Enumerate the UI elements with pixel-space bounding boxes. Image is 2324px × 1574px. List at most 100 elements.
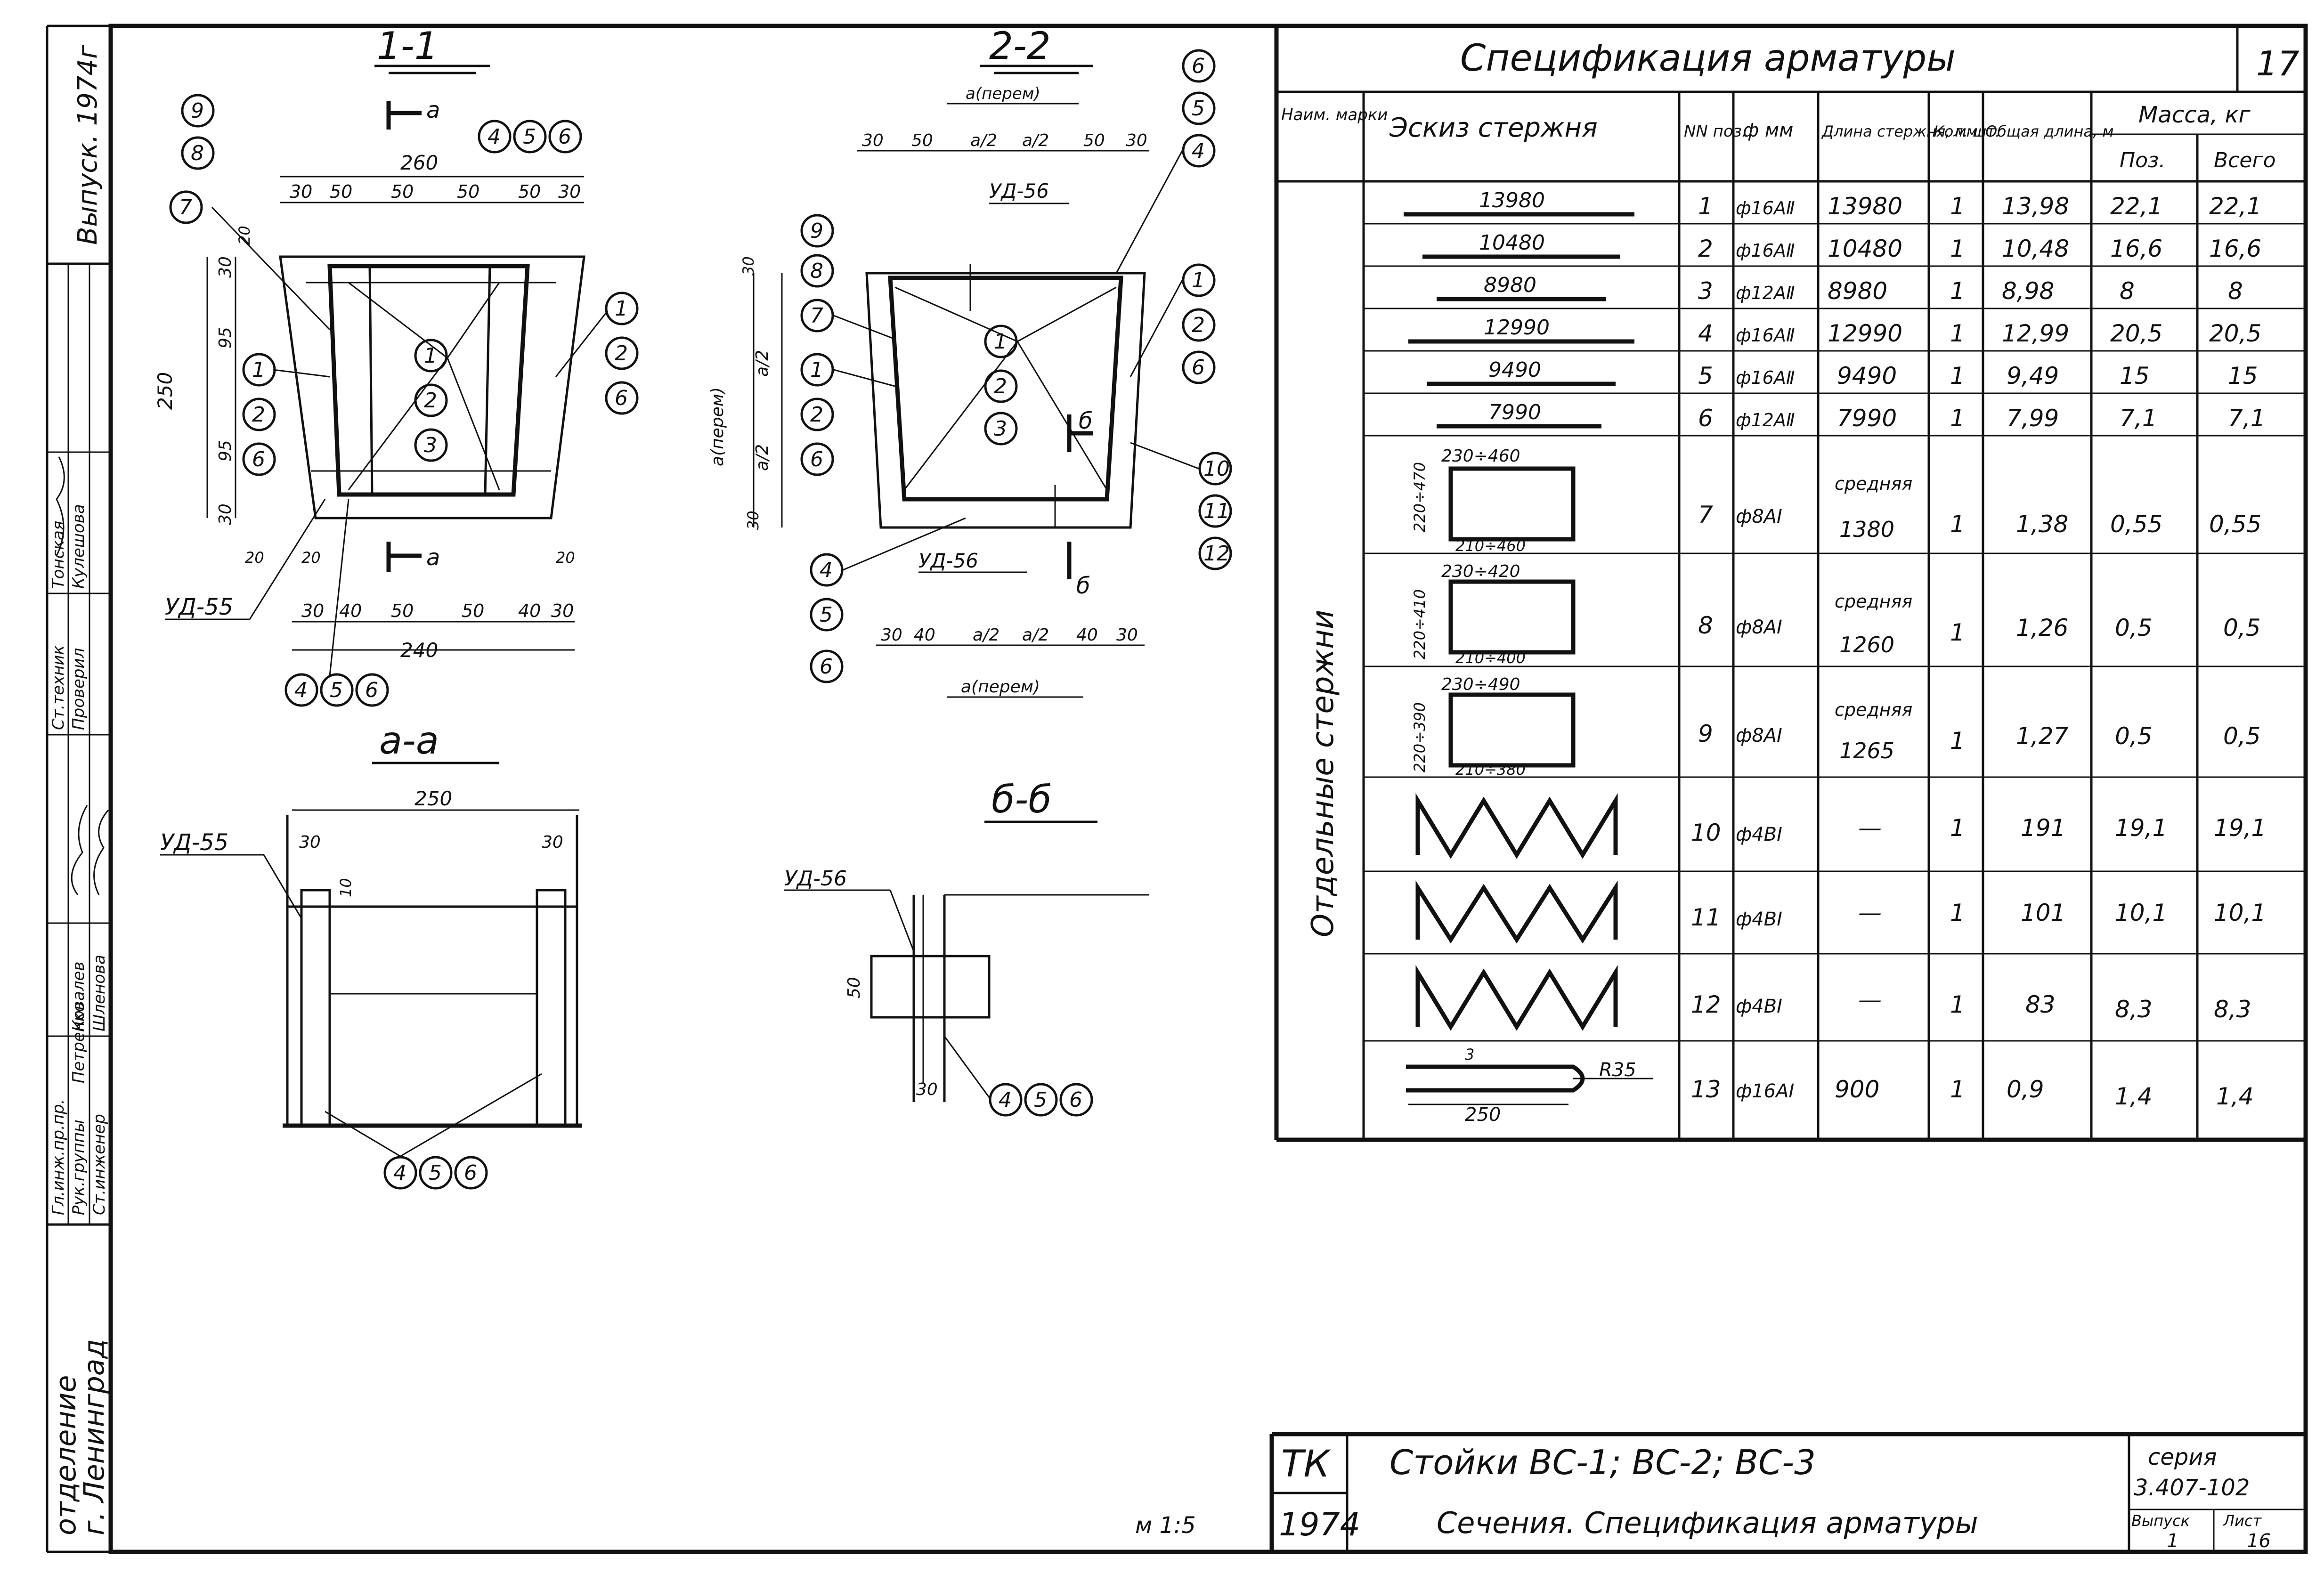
row2-length: 10480 xyxy=(1828,235,1902,262)
sheet-frame xyxy=(108,24,2308,1554)
row13-qty: 1 xyxy=(1950,1076,1965,1103)
row8-length: 1260 xyxy=(1839,632,1894,657)
dim-2-top-label: а(перем) xyxy=(966,84,1040,103)
row6-length: 7990 xyxy=(1837,405,1897,432)
row13-mass-all: 1,4 xyxy=(2216,1083,2254,1110)
signature-2 xyxy=(71,805,88,895)
dim-2-top-6: 30 xyxy=(1126,131,1147,150)
row11-mass-pos: 10,1 xyxy=(2115,899,2167,926)
callout-2-r6: 6 xyxy=(1192,356,1205,380)
row6-sketch-len: 7990 xyxy=(1488,400,1541,424)
label-ud56-top: УД-56 xyxy=(989,179,1049,203)
row10-length: — xyxy=(1858,814,1882,842)
row12-length: — xyxy=(1858,986,1882,1014)
signature-3 xyxy=(93,810,109,895)
dim-1-top-total: 260 xyxy=(400,151,438,174)
row1-mass-pos: 22,1 xyxy=(2110,193,2162,220)
row9-pos: 9 xyxy=(1698,720,1713,747)
callout-bb-6: 6 xyxy=(1069,1088,1082,1112)
row6-mass-pos: 7,1 xyxy=(2120,405,2157,432)
title-org: ТК xyxy=(1281,1443,1332,1485)
row1-diam: ф16АⅡ xyxy=(1736,198,1795,219)
row4-sketch-len: 12990 xyxy=(1484,316,1550,340)
dim-2-bottom-label: а(перем) xyxy=(961,677,1040,697)
section-2-2: 2-2 а(перем) 30 50 а/2 а/2 50 30 УД-56 а… xyxy=(708,24,1232,698)
row12-mass-pos: 8,3 xyxy=(2115,996,2153,1023)
hdr-diam: ф мм xyxy=(1743,120,1793,141)
dim-2-side-1: а/2 xyxy=(753,350,772,377)
dim-aa-left: 30 xyxy=(299,833,321,852)
row13-pos: 13 xyxy=(1691,1076,1721,1103)
group-label: Отдельные стержни xyxy=(1306,609,1341,937)
dim-2-top-5: 50 xyxy=(1083,131,1105,150)
row7-mass-pos: 0,55 xyxy=(2110,511,2162,538)
row12-total: 83 xyxy=(2025,991,2056,1018)
dim-1-top-3: 50 xyxy=(391,181,414,202)
row11-mass-all: 10,1 xyxy=(2214,899,2266,926)
dim-1-bot-4: 50 xyxy=(462,600,484,621)
row9-qty: 1 xyxy=(1950,727,1965,755)
row10-diam: ф4ВI xyxy=(1736,824,1782,845)
row2-mass-pos: 16,6 xyxy=(2110,235,2162,262)
stamp-name-4: Тонская xyxy=(49,521,68,589)
stamp-role-3: Ст.инженер xyxy=(90,1114,109,1215)
stamp-name-1: Петренко xyxy=(69,1002,88,1083)
row11-diam: ф4ВI xyxy=(1736,909,1782,930)
row4-mass-all: 20,5 xyxy=(2209,320,2261,347)
callout-2-4: 4 xyxy=(1192,139,1205,163)
row4-diam: ф16АⅡ xyxy=(1736,325,1795,346)
row13-mass-pos: 1,4 xyxy=(2115,1083,2153,1110)
section-1-1: 1-1 а а 260 30 50 50 50 50 30 250 30 95 … xyxy=(154,24,639,707)
row10-mass-pos: 19,1 xyxy=(2115,814,2167,842)
section-2-marker-top: б xyxy=(1079,408,1093,434)
callout-2-r1: 1 xyxy=(1192,268,1205,292)
dim-1-height: 250 xyxy=(154,372,177,410)
side-stamp: Выпуск. 1974г Гл.инж.пр.пр. Петренко Рук… xyxy=(46,24,111,1553)
stamp-name-5: Кулешова xyxy=(69,504,88,589)
hdr-pos: NN поз. xyxy=(1684,122,1747,141)
callout-2-b5: 5 xyxy=(820,603,833,627)
row13-sketch-small: 3 xyxy=(1465,1046,1474,1063)
callout-1-c3: 3 xyxy=(424,433,437,457)
row13-length: 900 xyxy=(1835,1076,1879,1103)
section-b-b: б-б УД-56 50 30 4 5 6 xyxy=(784,778,1149,1117)
row9-mass-all: 0,5 xyxy=(2223,722,2261,750)
row5-qty: 1 xyxy=(1950,362,1965,389)
row2-qty: 1 xyxy=(1950,235,1965,262)
hdr-mark: Наим. марки xyxy=(1281,105,1388,124)
callout-aa-4: 4 xyxy=(393,1161,406,1185)
row11-total: 101 xyxy=(2021,899,2065,926)
dim-1-bottom-total: 240 xyxy=(400,639,438,662)
dim-2-side-label: а(перем) xyxy=(708,387,727,466)
hdr-total: Общая длина, м xyxy=(1985,122,2113,140)
dim-2-top-4: а/2 xyxy=(1022,131,1049,150)
row11-pos: 11 xyxy=(1691,904,1721,931)
callout-1-6: 6 xyxy=(558,125,571,149)
dim-1-top-5: 50 xyxy=(518,181,541,202)
section-a-a: а-а УД-55 250 30 30 10 4 5 6 xyxy=(160,719,582,1190)
row12-diam: ф4ВI xyxy=(1736,996,1782,1017)
row11-spiral xyxy=(1415,880,1618,944)
stamp-role-4: Ст.техник xyxy=(49,645,68,730)
row12-spiral xyxy=(1415,965,1618,1031)
callout-2-l6: 6 xyxy=(810,447,823,471)
callout-2-b6: 6 xyxy=(820,655,833,679)
section-2-marker-bottom: б xyxy=(1076,573,1090,599)
row9-length: 1265 xyxy=(1839,738,1894,763)
row8-mass-pos: 0,5 xyxy=(2115,614,2153,641)
callout-1-b4: 4 xyxy=(294,678,308,702)
dim-1-bot-3: 50 xyxy=(391,600,414,621)
row6-total: 7,99 xyxy=(2007,405,2059,432)
row2-total: 10,48 xyxy=(2002,235,2069,262)
callout-2-b4: 4 xyxy=(820,558,833,582)
dim-2-bot-6: 30 xyxy=(1116,625,1138,645)
row8-mass-all: 0,5 xyxy=(2223,614,2261,641)
callout-2-10: 10 xyxy=(1203,457,1230,481)
row4-total: 12,99 xyxy=(2002,320,2069,347)
row4-mass-pos: 20,5 xyxy=(2110,320,2162,347)
callout-1-b5: 5 xyxy=(330,678,343,702)
row10-pos: 10 xyxy=(1691,819,1721,846)
dim-2-side-small-1: 30 xyxy=(739,256,757,276)
section-2-outline xyxy=(865,272,1146,529)
dim-1-bot-5: 40 xyxy=(518,600,541,621)
